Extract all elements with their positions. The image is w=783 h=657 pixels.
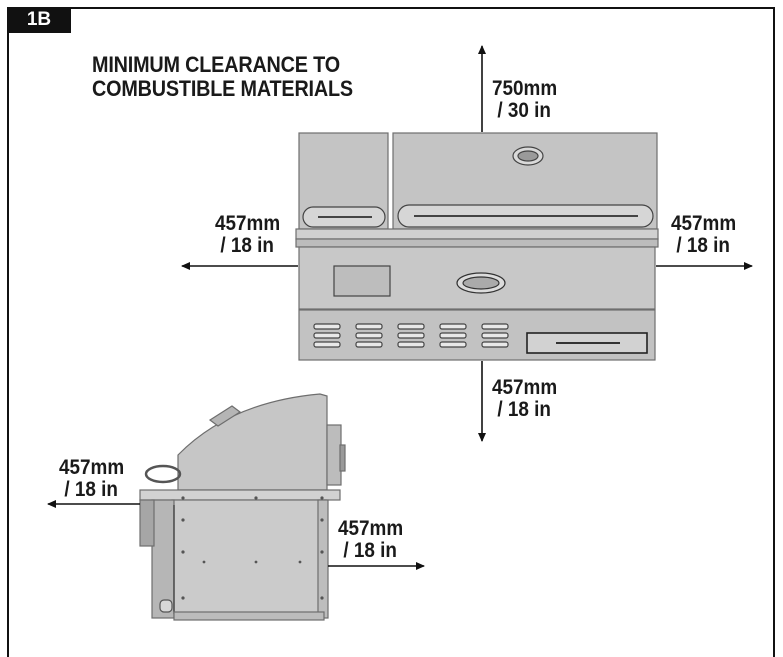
label-right-clearance: 457mm / 18 in <box>671 212 737 257</box>
lid-rail <box>295 228 659 240</box>
side-body <box>171 499 327 615</box>
title-line-2: COMBUSTIBLE MATERIALS <box>92 76 353 101</box>
figure-badge: 1B <box>7 7 71 33</box>
vent-slots <box>313 323 509 348</box>
display-window <box>333 265 391 297</box>
grill-front-view <box>295 132 659 361</box>
side-handle-ring <box>144 464 182 484</box>
label-bottom-clearance: 457mm / 18 in <box>492 376 558 421</box>
figure-title: MINIMUM CLEARANCE TO COMBUSTIBLE MATERIA… <box>92 53 362 101</box>
label-left-clearance: 457mm / 18 in <box>215 212 281 257</box>
front-clearance-arrows <box>181 45 753 442</box>
label-side-back-clearance: 457mm / 18 in <box>59 456 125 501</box>
label-top-clearance: 750mm / 30 in <box>492 77 558 122</box>
side-shelf <box>139 489 341 501</box>
grill-side-view <box>139 393 346 621</box>
side-lid <box>177 393 328 491</box>
side-clearance-arrows <box>47 500 425 570</box>
title-line-1: MINIMUM CLEARANCE TO <box>92 52 340 77</box>
label-side-front-clearance: 457mm / 18 in <box>338 517 404 562</box>
figure-frame <box>7 7 775 657</box>
